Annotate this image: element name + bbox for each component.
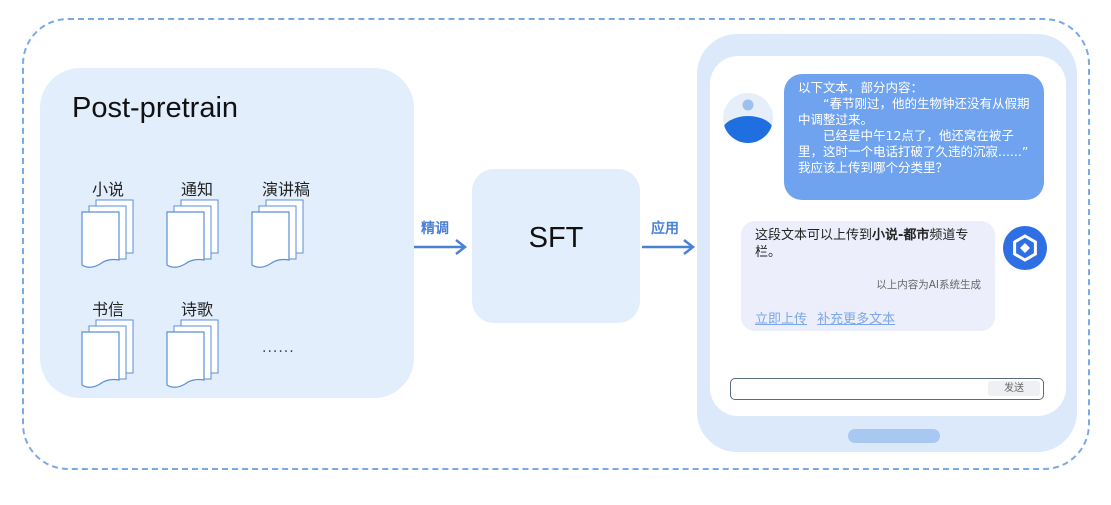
- finetune-arrow-icon: [414, 239, 468, 255]
- user-message-paragraph-2: 已经是中午12点了，他还窝在被子里，这时一个电话打破了久违的沉寂......”: [798, 128, 1029, 159]
- user-message-question: 我应该上传到哪个分类里？: [798, 160, 949, 175]
- ai-action-links: 立即上传 补充更多文本: [755, 311, 901, 328]
- category-label-notice: 通知: [181, 180, 214, 199]
- add-more-text-link[interactable]: 补充更多文本: [817, 312, 896, 327]
- user-avatar-icon: [723, 93, 773, 143]
- category-label-speech: 演讲稿: [262, 180, 311, 199]
- sft-label: SFT: [528, 222, 584, 254]
- send-button[interactable]: 发送: [988, 381, 1040, 396]
- category-label-novel: 小说: [92, 180, 125, 199]
- more-categories-ellipsis: ......: [262, 340, 295, 356]
- apply-label: 应用: [651, 221, 679, 237]
- document-stack-icon: [166, 319, 219, 388]
- user-message-paragraph-1: “春节刚过，他的生物钟还没有从假期中调整过来。: [798, 96, 1030, 127]
- sft-panel: [472, 169, 640, 323]
- finetune-label: 精调: [421, 221, 449, 237]
- post-pretrain-title: Post-pretrain: [72, 92, 239, 124]
- user-message-bubble: 以下文本，部分内容： “春节刚过，他的生物钟还没有从假期中调整过来。 已经是中午…: [784, 74, 1044, 200]
- bot-avatar-icon: [1003, 226, 1047, 270]
- ai-message-category: 小说-都市: [872, 228, 930, 243]
- apply-arrow-icon: [642, 239, 696, 255]
- phone-home-bar: [848, 429, 940, 443]
- document-stack-icon: [166, 199, 219, 268]
- ai-message-suffix: 频道专栏。: [755, 228, 969, 260]
- outer-dashed-frame: [22, 18, 1090, 470]
- document-stack-icon: [81, 199, 134, 268]
- upload-now-link[interactable]: 立即上传: [755, 312, 808, 327]
- ai-message-prefix: 这段文本可以上传到: [755, 228, 873, 243]
- document-stack-icon: [81, 319, 134, 388]
- ai-message-bubble: 这段文本可以上传到小说-都市频道专栏。 以上内容为AI系统生成 立即上传 补充更…: [741, 221, 995, 331]
- user-message-intro: 以下文本，部分内容：: [798, 80, 924, 95]
- ai-generated-note: 以上内容为AI系统生成: [876, 279, 981, 291]
- category-label-poem: 诗歌: [181, 300, 214, 319]
- category-label-letter: 书信: [92, 300, 125, 319]
- ai-message-text: 这段文本可以上传到小说-都市频道专栏。: [755, 227, 981, 261]
- document-stack-icon: [251, 199, 304, 268]
- chat-input-field[interactable]: 发送: [730, 378, 1044, 400]
